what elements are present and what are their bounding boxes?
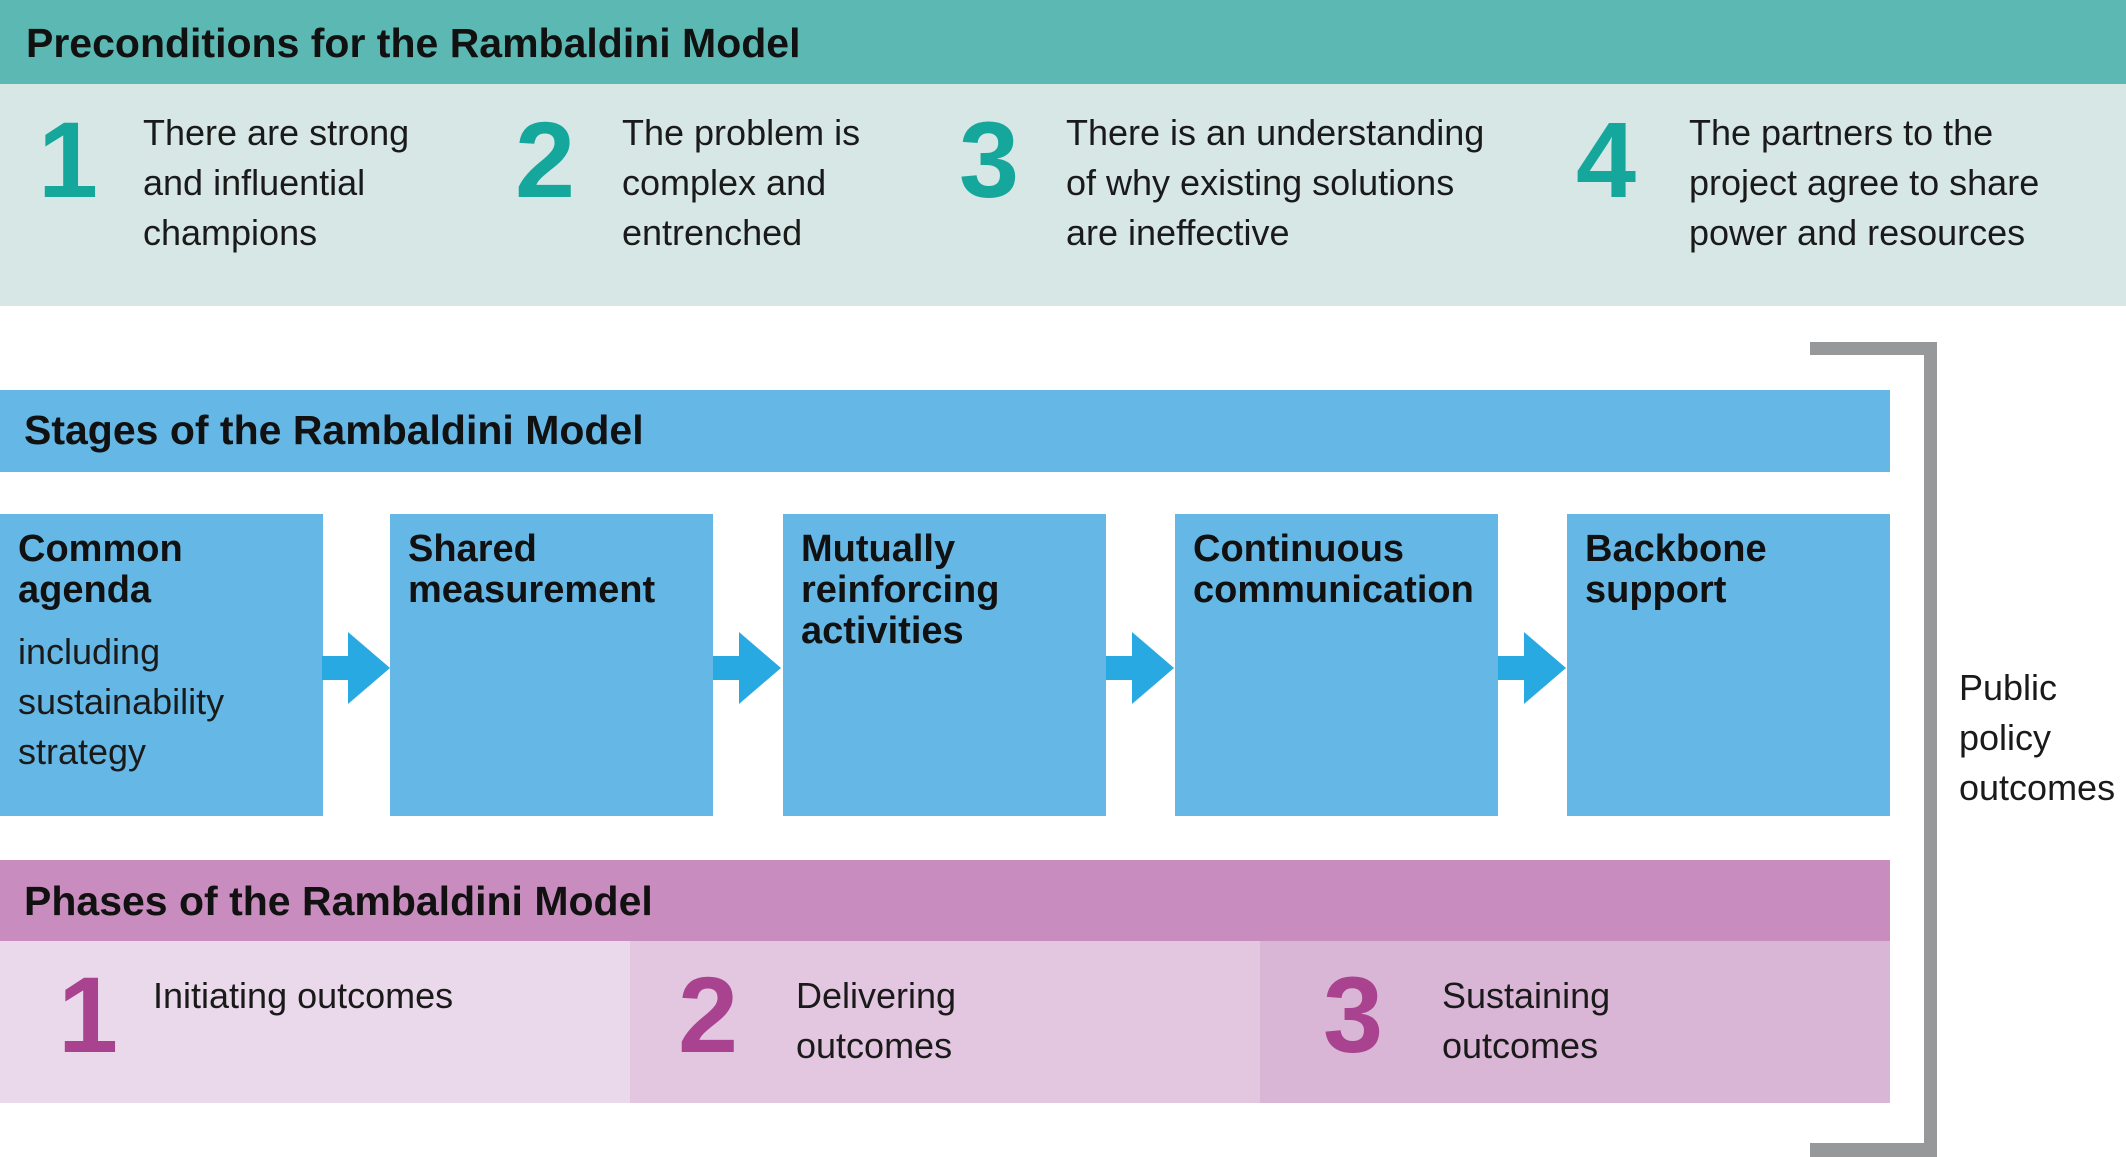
stage-continuous-communication: Continuous communication	[1175, 514, 1498, 816]
stage-1-title-line-1: Common	[18, 528, 183, 570]
phases-title: Phases of the Rambaldini Model	[24, 878, 653, 924]
stage-title-continuous-communication: Continuous communication	[1175, 514, 1498, 611]
stage-1-sub-line-3: strategy	[18, 731, 147, 772]
phase-number-1: 1	[58, 954, 119, 1075]
phase-2-line-2: outcomes	[796, 1025, 953, 1066]
precondition-3-line-1: There is an understanding	[1066, 112, 1485, 153]
precondition-2-line-2: complex and	[622, 162, 827, 203]
precondition-number-2: 2	[515, 99, 576, 220]
phase-cell-3	[1260, 941, 1890, 1103]
stage-title-shared-measurement: Shared measurement	[390, 514, 713, 611]
stages-title: Stages of the Rambaldini Model	[24, 407, 644, 453]
precondition-number-4: 4	[1576, 99, 1637, 220]
stage-4-title-line-1: Continuous	[1193, 528, 1405, 570]
precondition-text-1: There are strong and influential champio…	[143, 108, 409, 258]
phase-1-line-1: Initiating outcomes	[153, 975, 454, 1016]
arrow-right-icon	[713, 632, 781, 704]
preconditions-title: Preconditions for the Rambaldini Model	[26, 20, 801, 66]
precondition-3-line-3: are ineffective	[1066, 212, 1290, 253]
preconditions-header	[0, 0, 2126, 84]
precondition-1-line-2: and influential	[143, 162, 366, 203]
arrow-right-icon	[1498, 632, 1566, 704]
phase-number-2: 2	[678, 954, 739, 1075]
precondition-1-line-1: There are strong	[143, 112, 410, 153]
stage-5-title-line-2: support	[1585, 569, 1727, 611]
stage-title-mutually-reinforcing-activities: Mutually reinforcing activities	[783, 514, 1106, 652]
outcome-bracket-side	[1924, 342, 1937, 1157]
precondition-4-line-1: The partners to the	[1689, 112, 1994, 153]
precondition-2-line-3: entrenched	[622, 212, 803, 253]
outcome-line-1: Public	[1959, 667, 2058, 708]
arrow-right-icon	[322, 632, 390, 704]
phase-number-3: 3	[1323, 954, 1384, 1075]
precondition-text-4: The partners to the project agree to sha…	[1689, 108, 2039, 258]
stages-header	[0, 390, 1890, 472]
phase-text-2: Delivering outcomes	[796, 971, 956, 1071]
phases-header	[0, 860, 1890, 941]
phase-3-line-2: outcomes	[1442, 1025, 1599, 1066]
stage-1-title-line-2: agenda	[18, 569, 152, 611]
precondition-text-3: There is an understanding of why existin…	[1066, 108, 1484, 258]
stage-title-backbone-support: Backbone support	[1567, 514, 1890, 611]
outcome-bracket-bottom	[1810, 1143, 1937, 1157]
stage-5-title-line-1: Backbone	[1585, 528, 1767, 570]
stage-common-agenda: Common agenda including sustainability s…	[0, 514, 323, 816]
stage-2-title-line-2: measurement	[408, 569, 656, 611]
precondition-text-2: The problem is complex and entrenched	[622, 108, 860, 258]
stage-title-common-agenda: Common agenda	[0, 514, 323, 611]
public-policy-outcomes: Public policy outcomes	[1959, 663, 2124, 813]
phase-2-line-1: Delivering	[796, 975, 957, 1016]
outcome-bracket-top	[1810, 342, 1937, 355]
stage-3-title-line-2: reinforcing	[801, 569, 1000, 611]
stage-3-title-line-3: activities	[801, 610, 964, 652]
stage-1-sub-line-1: including	[18, 631, 161, 672]
outcome-line-2: policy	[1959, 717, 2052, 758]
phase-text-1: Initiating outcomes	[153, 971, 453, 1021]
stage-2-title-line-1: Shared	[408, 528, 537, 570]
precondition-2-line-1: The problem is	[622, 112, 861, 153]
phase-3-line-1: Sustaining	[1442, 975, 1611, 1016]
precondition-4-line-3: power and resources	[1689, 212, 2026, 253]
stage-3-title-line-1: Mutually	[801, 528, 956, 570]
stage-backbone-support: Backbone support	[1567, 514, 1890, 816]
arrow-right-icon	[1106, 632, 1174, 704]
phase-cell-1	[0, 941, 630, 1103]
stage-4-title-line-2: communication	[1193, 569, 1474, 611]
precondition-1-line-3: champions	[143, 212, 318, 253]
phase-text-3: Sustaining outcomes	[1442, 971, 1610, 1071]
stage-subtitle-common-agenda: including sustainability strategy	[0, 627, 323, 777]
precondition-4-line-2: project agree to share	[1689, 162, 2040, 203]
preconditions-panel	[0, 84, 2126, 306]
stage-1-sub-line-2: sustainability	[18, 681, 225, 722]
outcome-line-3: outcomes	[1959, 767, 2116, 808]
stage-shared-measurement: Shared measurement	[390, 514, 713, 816]
precondition-3-line-2: of why existing solutions	[1066, 162, 1455, 203]
stage-mutually-reinforcing-activities: Mutually reinforcing activities	[783, 514, 1106, 816]
precondition-number-1: 1	[38, 99, 99, 220]
phase-cell-2	[630, 941, 1260, 1103]
precondition-number-3: 3	[959, 99, 1020, 220]
